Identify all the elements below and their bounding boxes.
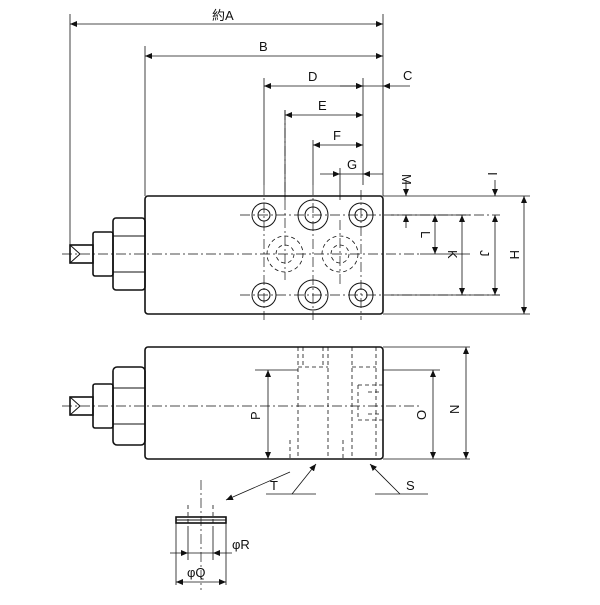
dim-label-j: J <box>477 250 492 257</box>
dim-label-f: F <box>333 128 341 143</box>
dim-label-t: T <box>270 478 278 493</box>
dim-label-o: O <box>414 410 429 420</box>
dim-label-s: S <box>406 478 415 493</box>
dim-label-p: P <box>248 411 263 420</box>
dim-label-l: L <box>418 231 433 238</box>
dim-label-q: φQ <box>187 565 206 580</box>
seal-detail: φR φQ <box>170 480 250 590</box>
top-view: 約A B D C E F G M I L K <box>62 8 530 320</box>
dim-label-h: H <box>507 250 522 259</box>
side-hidden-ports <box>289 347 384 459</box>
dim-label-c: C <box>403 68 412 83</box>
side-view: P O N T S <box>62 346 470 501</box>
side-body-outline <box>144 346 384 460</box>
dim-label-a: 約A <box>212 8 234 23</box>
dim-label-b: B <box>259 39 268 54</box>
dim-label-i: I <box>485 172 500 176</box>
dim-label-r: φR <box>232 537 250 552</box>
dim-label-n: N <box>447 405 462 414</box>
dim-label-d: D <box>308 69 317 84</box>
dim-label-e: E <box>318 98 327 113</box>
dim-label-g: G <box>347 157 357 172</box>
dim-label-m: M <box>399 174 414 185</box>
dim-label-k: K <box>445 250 460 259</box>
